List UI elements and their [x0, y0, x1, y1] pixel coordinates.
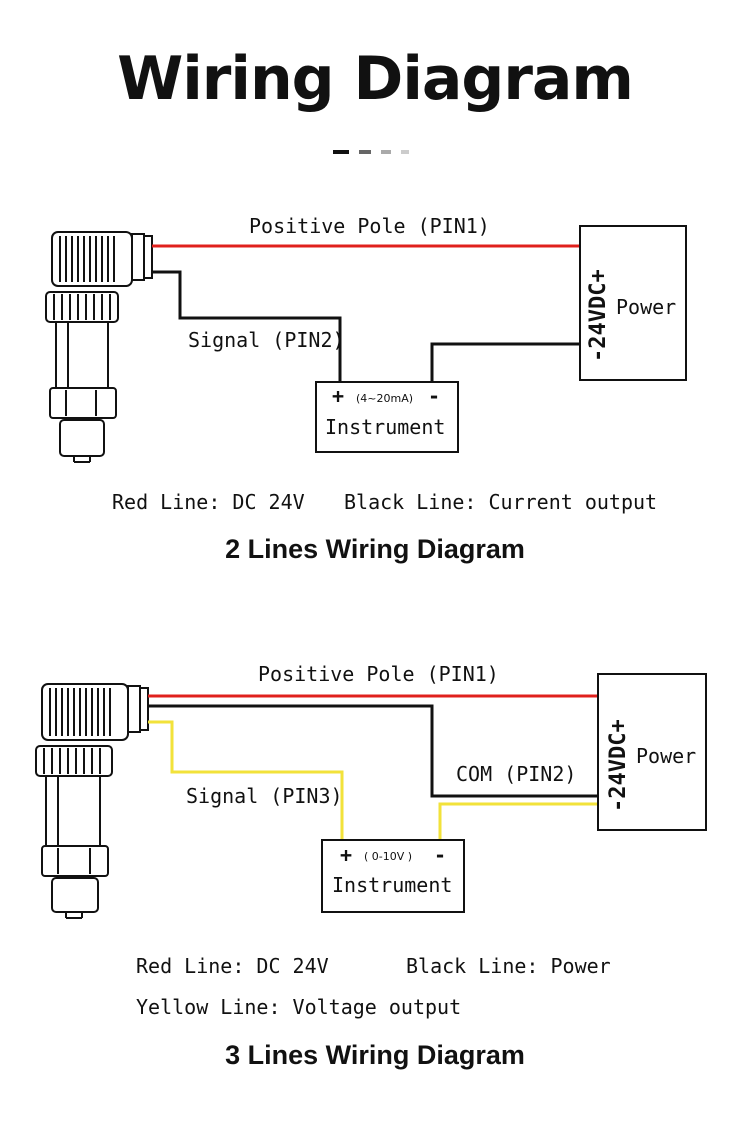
yellow-wire-output-2: [438, 802, 598, 840]
divider-dash-3: [381, 150, 391, 154]
black-wire-com-2: [148, 704, 598, 798]
instrument-range-2: ( 0-10V ): [364, 850, 413, 863]
subtitle-2-lines: 2 Lines Wiring Diagram: [225, 534, 525, 564]
power-label-2: Power: [636, 744, 697, 768]
pressure-sensor-1: [45, 231, 153, 463]
note-black-line-1: Black Line: Current output: [344, 490, 658, 514]
instrument-label-2: Instrument: [332, 873, 453, 897]
three-line-diagram: Positive Pole (PIN1) COM (PIN2) Signal (…: [0, 600, 750, 1122]
black-wire-signal-1: [152, 270, 342, 382]
positive-pole-label-2: Positive Pole (PIN1): [258, 662, 499, 686]
com-label-2: COM (PIN2): [456, 762, 577, 786]
divider-dash-1: [333, 150, 349, 154]
instrument-minus-2: -: [434, 843, 447, 867]
three-line-diagram-svg: [35, 673, 707, 919]
signal-label-2: Signal (PIN3): [186, 784, 343, 808]
instrument-label-1: Instrument: [325, 415, 446, 439]
power-label-1: Power: [616, 295, 677, 319]
title-divider: [333, 150, 423, 155]
pressure-sensor-2: [35, 683, 149, 919]
note-yellow-line-2: Yellow Line: Voltage output: [136, 995, 462, 1019]
page-title: Wiring Diagram: [117, 44, 634, 114]
power-box-1: [579, 225, 687, 381]
power-voltage-label-1: -24VDC+: [586, 269, 611, 362]
instrument-plus-2: +: [340, 843, 353, 867]
two-line-diagram-svg: [45, 225, 687, 463]
subtitle-3-lines: 3 Lines Wiring Diagram: [225, 1040, 525, 1070]
divider-dash-4: [401, 150, 409, 154]
instrument-plus-1: +: [332, 384, 345, 408]
wires-1: [152, 244, 580, 382]
note-red-line-1: Red Line: DC 24V: [112, 490, 305, 514]
note-black-line-2: Black Line: Power: [406, 954, 611, 978]
instrument-minus-1: -: [428, 384, 441, 408]
power-box-2: [597, 673, 707, 831]
instrument-range-1: (4~20mA): [356, 392, 414, 405]
note-red-line-2: Red Line: DC 24V: [136, 954, 329, 978]
signal-label-1: Signal (PIN2): [188, 328, 345, 352]
instrument-box-2: [321, 839, 465, 913]
two-line-diagram: Positive Pole (PIN1) Signal (PIN2) + (4~…: [45, 214, 687, 564]
yellow-wire-signal-2: [148, 720, 344, 840]
positive-pole-label-1: Positive Pole (PIN1): [249, 214, 490, 238]
instrument-box-1: [315, 381, 459, 453]
power-voltage-label-2: -24VDC+: [606, 719, 631, 812]
black-wire-output-1: [430, 342, 580, 382]
wires-2: [148, 694, 598, 840]
divider-dash-2: [359, 150, 371, 154]
